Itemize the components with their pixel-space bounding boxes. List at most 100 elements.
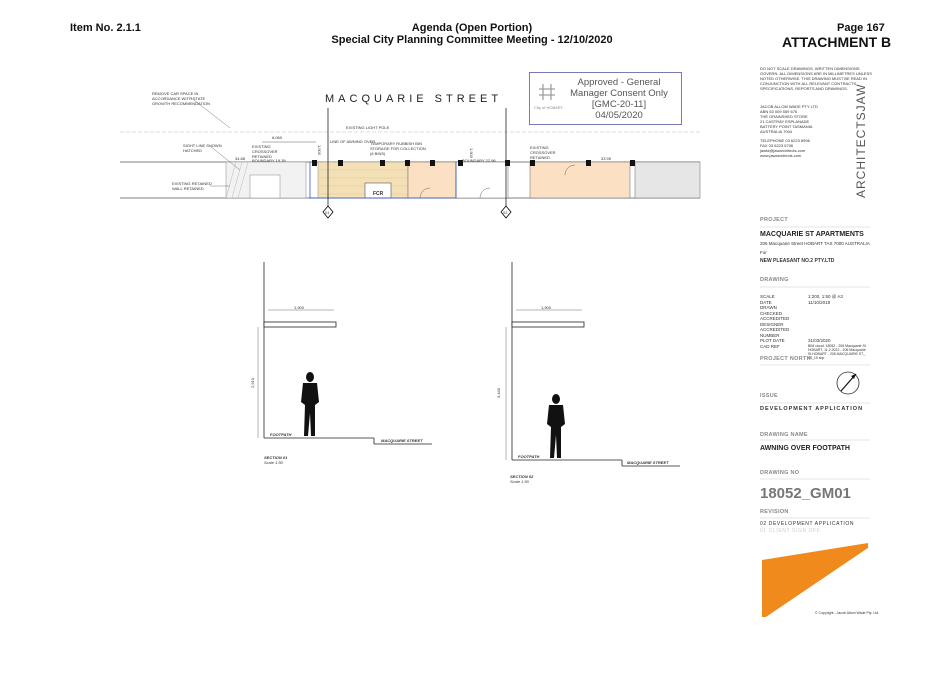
drawing-heading: DRAWING [760,277,789,283]
firm-line: ABN 63 009 559 676 [760,109,798,114]
firm-line: THE GRAINSHED STORE [760,114,808,119]
field-label: SCALE [760,294,775,299]
city-logo-text: City of HOBART [534,105,564,110]
drawing-field-row: ACCREDITED NUMBER [760,327,870,338]
drawing-fields: SCALE 1:200, 1:50 @ A3 DATE 11/10/2019 DRA… [760,294,870,360]
field-value: 11/10/2019 [808,299,831,305]
section-01-width: 1,900 [294,305,305,310]
approval-stamp: City of HOBART Approved - General Manage… [529,72,682,125]
brand-graphic [762,543,868,617]
contact-line: TELEPHONE 03 6223 8996 [760,138,810,143]
section-02-title: SECTION 02 [510,474,534,479]
note-remove-car-space: REMOVE CAR SPACE IN ACCORDANCE WITH STAT… [152,91,210,106]
revision-heading: REVISION [760,509,789,515]
section-01-scale: Scale 1:50 [264,460,283,465]
stamp-line-2: Manager Consent Only [570,88,668,99]
note-retained-wall: EXISTING RETAINED WALL RETAINED [172,181,212,191]
note-crossover-right: EXISTING CROSSOVER RETAINED [530,145,556,160]
for-label: For [760,250,767,255]
street-name: MACQUARIE STREET [325,93,503,105]
copyright: © Copyright - Jacob Allom Wade Pty. Ltd. [815,611,880,615]
firm-details: JACOB ALLOM WADE PTY LTD ABN 63 009 559 … [760,104,830,158]
firm-line: 21 CASTRAY ESPLANADE [760,119,810,124]
level-right: 33.95 [601,156,612,161]
drawing-field-row: CAD REF BIM cloud: 18052 - 206 Macquarie … [760,344,870,360]
firm-line: AUSTRALIA 7004 [760,129,793,134]
note-rubbish-store: TEMPORARY RUBBISH BIN STORAGE FOR COLLEC… [370,141,426,156]
project-north-heading: PROJECT NORTH [760,356,811,362]
contact-line: www.jawarchitects.com [760,153,802,158]
dim-6060: 6,060 [272,135,283,140]
site-plan [120,96,701,219]
section-02-width: 1,900 [541,305,552,310]
contact-line: jawtd@jawarchitects.com [760,148,806,153]
field-label: DATE [760,299,772,305]
section-02-drawing [505,262,680,467]
section-02-height: 3,440 [496,388,501,399]
section-01-street: MACQUARIE STREET [381,438,423,443]
issue-value: DEVELOPMENT APPLICATION [760,406,864,412]
boundary-left: BOUNDARY 19.39 [252,158,286,163]
project-address: 206 Macquarie Street HOBART TAS 7000 AUS… [760,241,870,246]
attachment-label: ATTACHMENT B [782,34,892,50]
meeting-title: Special City Planning Committee Meeting … [331,34,613,46]
dim-1900-plan: 1,900 [317,145,322,156]
section-01-footpath: FOOTPATH [270,432,292,437]
drawing-number: 18052_GM01 [760,485,851,502]
section-01-title: SECTION 01 [264,455,288,460]
section-01-height: 2,910 [250,378,255,389]
note-sight-line: SIGHT LINE SHOWN HATCHED [183,143,222,153]
drawing-field-row: SCALE 1:200, 1:50 @ A3 [760,294,870,300]
note-crossover-left: EXISTING CROSSOVER RETAINED [252,144,278,159]
revision-previous: 01 CLIENT SIGN OFF [760,528,821,534]
note-light-pole: EXISTING LIGHT POLE [346,125,390,130]
contact-line: FAX 03 6223 5706 [760,143,794,148]
field-label: PLOT DATE [760,338,785,343]
section-marker-02: 02 [503,210,508,215]
section-02-street: MACQUARIE STREET [627,460,669,465]
revision-current: 02 DEVELOPMENT APPLICATION [760,521,855,527]
firm-line: JACOB ALLOM WADE PTY LTD [760,104,818,109]
issue-heading: ISSUE [760,393,779,399]
section-01-drawing [257,262,432,445]
disclaimer: DO NOT SCALE DRAWINGS. WRITTEN DIMENSION… [760,66,872,91]
item-number: Item No. 2.1.1 [70,22,141,34]
field-label: CHECKED [760,310,783,316]
drawing-field-row: DATE 11/10/2019 [760,300,870,306]
city-logo-icon [536,81,558,103]
title-block-frame [760,226,870,519]
drawing-name-heading: DRAWING NAME [760,432,808,438]
north-arrow-icon [836,371,860,395]
stamp-line-3: [GMC-20-11] [591,99,647,110]
field-value: BIM cloud: 18052 - 206 Macquarie St HOBA… [808,343,866,360]
drawing-name: AWNING OVER FOOTPATH [760,445,850,452]
firm-logo: ARCHITECTSJAW [854,83,868,198]
stamp-line-1: Approved - General [577,77,661,88]
page-number: Page 167 [837,22,885,34]
dim-1900-plan-b: 1,900 [469,148,474,159]
project-name: MACQUARIE ST APARTMENTS [760,231,864,238]
stamp-line-4: 04/05/2020 [595,110,643,121]
section-02-footpath: FOOTPATH [518,454,540,459]
field-label: ACCREDITED NUMBER [760,327,790,338]
firm-line: BATTERY POINT TASMANIA [760,124,813,129]
field-label: DRAWN [760,305,777,310]
boundary-right: BOUNDARY 22.96 [462,158,496,163]
field-value: 31/03/2020 [808,338,831,343]
field-label: ACCREDITED DESIGNER [760,316,790,327]
field-label: CAD REF [760,343,780,349]
agenda-title: Agenda (Open Portion) [411,22,533,34]
project-heading: PROJECT [760,217,789,223]
drawing-field-row: ACCREDITED DESIGNER [760,316,870,327]
section-02-scale: Scale 1:50 [510,479,529,484]
client-name: NEW PLEASANT NO.2 PTY.LTD [760,258,835,264]
drawing-field-row: CHECKED [760,311,870,317]
drawing-field-row: PLOT DATE 31/03/2020 [760,338,870,344]
field-value: 1:200, 1:50 @ A3 [808,294,843,299]
drawing-field-row: DRAWN [760,305,870,311]
section-marker-01: 01 [325,210,330,215]
level-left: 34.88 [235,156,246,161]
note-awning-line: LINE OF AWNING OVER [330,139,376,144]
note-fcr: FCR [373,191,384,197]
